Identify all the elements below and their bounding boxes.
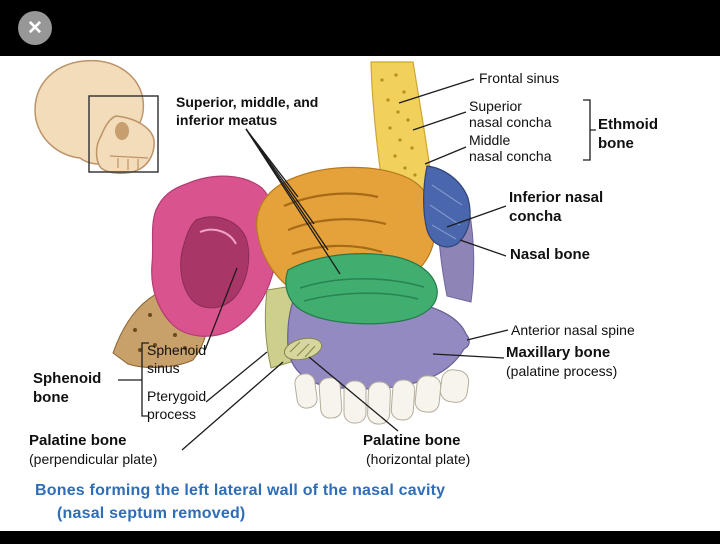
label-sphenoid-sinus-line1: Sphenoid xyxy=(147,342,207,358)
figure-caption-line1: Bones forming the left lateral wall of t… xyxy=(35,482,446,499)
leader-lines xyxy=(118,78,596,451)
label-pterygoid-line1: Pterygoid xyxy=(147,388,207,404)
label-anterior-nasal-spine: Anterior nasal spine xyxy=(511,322,635,338)
label-frontal-sinus: Frontal sinus xyxy=(479,70,560,86)
leader-palatine-horizontal xyxy=(308,356,399,432)
skull-inset-thumbnail xyxy=(34,59,159,175)
viewer-top-bar: ✕ xyxy=(0,0,720,56)
label-sphenoid-bone: Sphenoid bone xyxy=(33,369,101,407)
label-palatine-horizontal-sub: (horizontal plate) xyxy=(366,451,471,467)
label-inferior-concha-line2: concha xyxy=(509,208,562,225)
label-nasal-bone: Nasal bone xyxy=(510,246,591,263)
leader-superior-concha xyxy=(412,111,467,131)
leader-anterior-nasal-spine xyxy=(466,329,509,341)
label-palatine-perpendicular: Palatine bone xyxy=(29,432,127,449)
leader-middle-concha xyxy=(424,146,467,165)
nasal-bone-shape xyxy=(423,165,471,248)
label-sphenoid-bone-line1: Sphenoid xyxy=(33,370,102,387)
ethmoid-bracket xyxy=(583,99,596,161)
label-sphenoid-sinus: Sphenoid sinus xyxy=(147,341,206,377)
label-palatine-perpendicular-sub: (perpendicular plate) xyxy=(29,451,158,467)
palatine-horizontal-shape xyxy=(283,337,323,361)
leader-frontal-sinus xyxy=(398,78,475,104)
leader-nasal-bone xyxy=(459,239,507,257)
skull-teeth-lines xyxy=(109,155,149,170)
label-inferior-concha: Inferior nasal concha xyxy=(509,188,603,226)
label-maxillary-sub: (palatine process) xyxy=(506,363,618,379)
label-palatine-horizontal: Palatine bone xyxy=(363,432,461,449)
skull-face xyxy=(95,115,155,175)
label-middle-concha-line1: Middle xyxy=(469,132,511,148)
concha-vein-lines xyxy=(299,278,425,302)
leader-sphenoid-sinus xyxy=(204,267,238,351)
sphenoid-sinus-cavity xyxy=(180,216,250,309)
label-sphenoid-bone-line2: bone xyxy=(33,389,69,406)
leader-inferior-concha xyxy=(446,205,507,228)
leader-meatus-4 xyxy=(245,128,341,275)
label-sphenoid-sinus-line2: sinus xyxy=(147,360,180,376)
label-inferior-concha-line1: Inferior nasal xyxy=(509,189,604,206)
close-button[interactable]: ✕ xyxy=(18,11,52,45)
teeth-row xyxy=(294,369,470,425)
region-highlight-box xyxy=(88,95,159,173)
label-ethmoid-line2: bone xyxy=(598,135,634,152)
label-pterygoid: Pterygoid process xyxy=(147,387,206,423)
viewer-bottom-bar xyxy=(0,531,720,544)
leader-palatine-perpendicular xyxy=(181,361,284,451)
label-middle-concha: Middle nasal concha xyxy=(469,132,552,164)
label-superior-concha-line1: Superior xyxy=(469,98,522,114)
label-ethmoid-bone: Ethmoid bone xyxy=(598,115,658,153)
label-superior-concha: Superior nasal concha xyxy=(469,98,552,130)
palatine-patch-hatch xyxy=(289,341,316,358)
sphenoid-bone-shape xyxy=(151,175,277,337)
label-pterygoid-line2: process xyxy=(147,406,197,422)
figure-caption-line2: (nasal septum removed) xyxy=(57,505,246,522)
label-superior-concha-line2: nasal concha xyxy=(469,114,552,130)
sphenoid-bracket xyxy=(118,342,149,417)
inferior-concha-shape xyxy=(285,253,438,325)
label-meatus-line2: inferior meatus xyxy=(176,112,278,128)
nasal-bone-hatch xyxy=(429,184,463,240)
label-maxillary-bone: Maxillary bone xyxy=(506,344,611,361)
label-meatus: Superior, middle, and inferior meatus xyxy=(176,93,318,129)
leader-maxillary xyxy=(432,353,505,359)
label-middle-concha-line2: nasal concha xyxy=(469,148,552,164)
leader-pterygoid xyxy=(205,351,268,403)
label-ethmoid-line1: Ethmoid xyxy=(598,116,658,133)
skull-eye-socket xyxy=(115,122,129,140)
label-meatus-line1: Superior, middle, and xyxy=(176,94,319,110)
